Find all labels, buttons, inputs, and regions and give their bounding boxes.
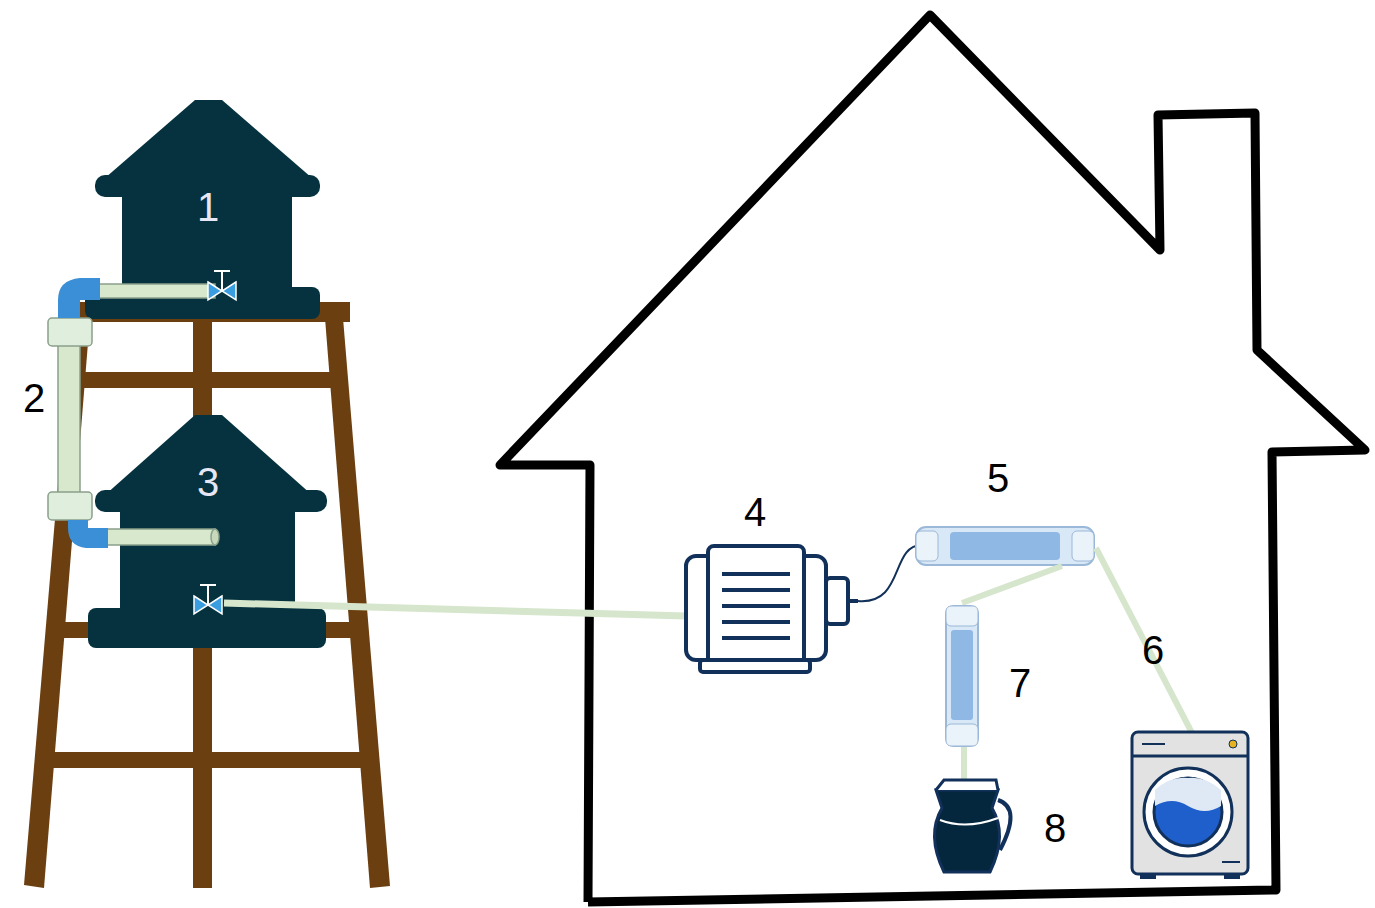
wire bbox=[858, 545, 922, 601]
water-tank bbox=[88, 415, 327, 648]
callout-number: 5 bbox=[968, 454, 1028, 502]
callout-number: 7 bbox=[990, 659, 1050, 707]
supply-pipe bbox=[224, 603, 686, 616]
filter-cartridge bbox=[946, 606, 978, 746]
callout-number: 6 bbox=[1123, 626, 1183, 674]
callout-number: 1 bbox=[178, 183, 238, 231]
callout-number: 8 bbox=[1025, 804, 1085, 852]
callout-number: 3 bbox=[178, 458, 238, 506]
pipe-elbow bbox=[58, 278, 108, 548]
outlet-pipe bbox=[1096, 548, 1192, 733]
water-jug bbox=[934, 780, 1010, 872]
filter-cartridge bbox=[916, 527, 1094, 565]
water-tank bbox=[85, 100, 320, 319]
house-outline bbox=[500, 15, 1365, 902]
valve-symbol bbox=[194, 271, 236, 614]
washing-machine bbox=[1132, 732, 1248, 879]
pump-motor bbox=[686, 546, 858, 672]
outlet-pipe bbox=[962, 566, 1062, 603]
connecting-pipe bbox=[48, 284, 219, 545]
tower-stand bbox=[24, 302, 390, 888]
callout-number: 4 bbox=[725, 488, 785, 536]
callout-number: 2 bbox=[4, 374, 64, 422]
